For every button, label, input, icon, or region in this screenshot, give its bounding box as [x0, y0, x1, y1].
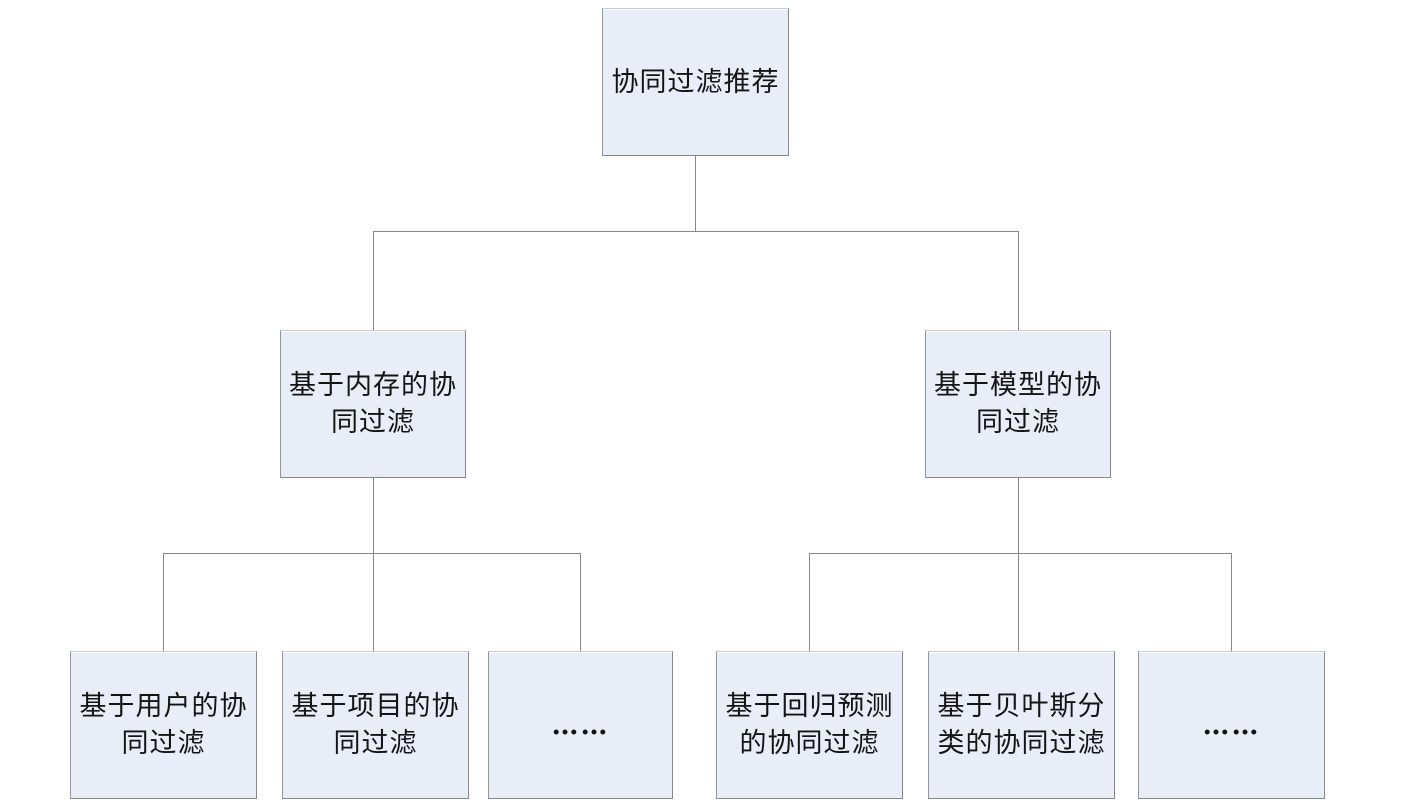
- node-item-based-cf: 基于项目的协 同过滤: [282, 651, 469, 799]
- ellipsis-label: ……: [551, 709, 610, 741]
- node-memory-ellipsis: ……: [488, 651, 673, 799]
- node-label: 基于内存的协 同过滤: [289, 370, 457, 438]
- node-label: 基于贝叶斯分 类的协同过滤: [937, 691, 1106, 759]
- node-label: 基于回归预测 的协同过滤: [725, 691, 894, 759]
- node-label: 基于项目的协 同过滤: [291, 691, 460, 759]
- node-memory-based-cf: 基于内存的协 同过滤: [280, 330, 466, 478]
- ellipsis-label: ……: [1202, 709, 1261, 741]
- node-label: 协同过滤推荐: [611, 66, 780, 98]
- node-bayes-based-cf: 基于贝叶斯分 类的协同过滤: [928, 651, 1115, 799]
- node-model-based-cf: 基于模型的协 同过滤: [925, 330, 1111, 478]
- node-user-based-cf: 基于用户的协 同过滤: [70, 651, 257, 799]
- node-collaborative-filtering-root: 协同过滤推荐: [602, 8, 789, 156]
- node-label: 基于用户的协 同过滤: [79, 691, 248, 759]
- node-label: 基于模型的协 同过滤: [934, 370, 1102, 438]
- node-model-ellipsis: ……: [1138, 651, 1325, 799]
- node-regression-based-cf: 基于回归预测 的协同过滤: [716, 651, 903, 799]
